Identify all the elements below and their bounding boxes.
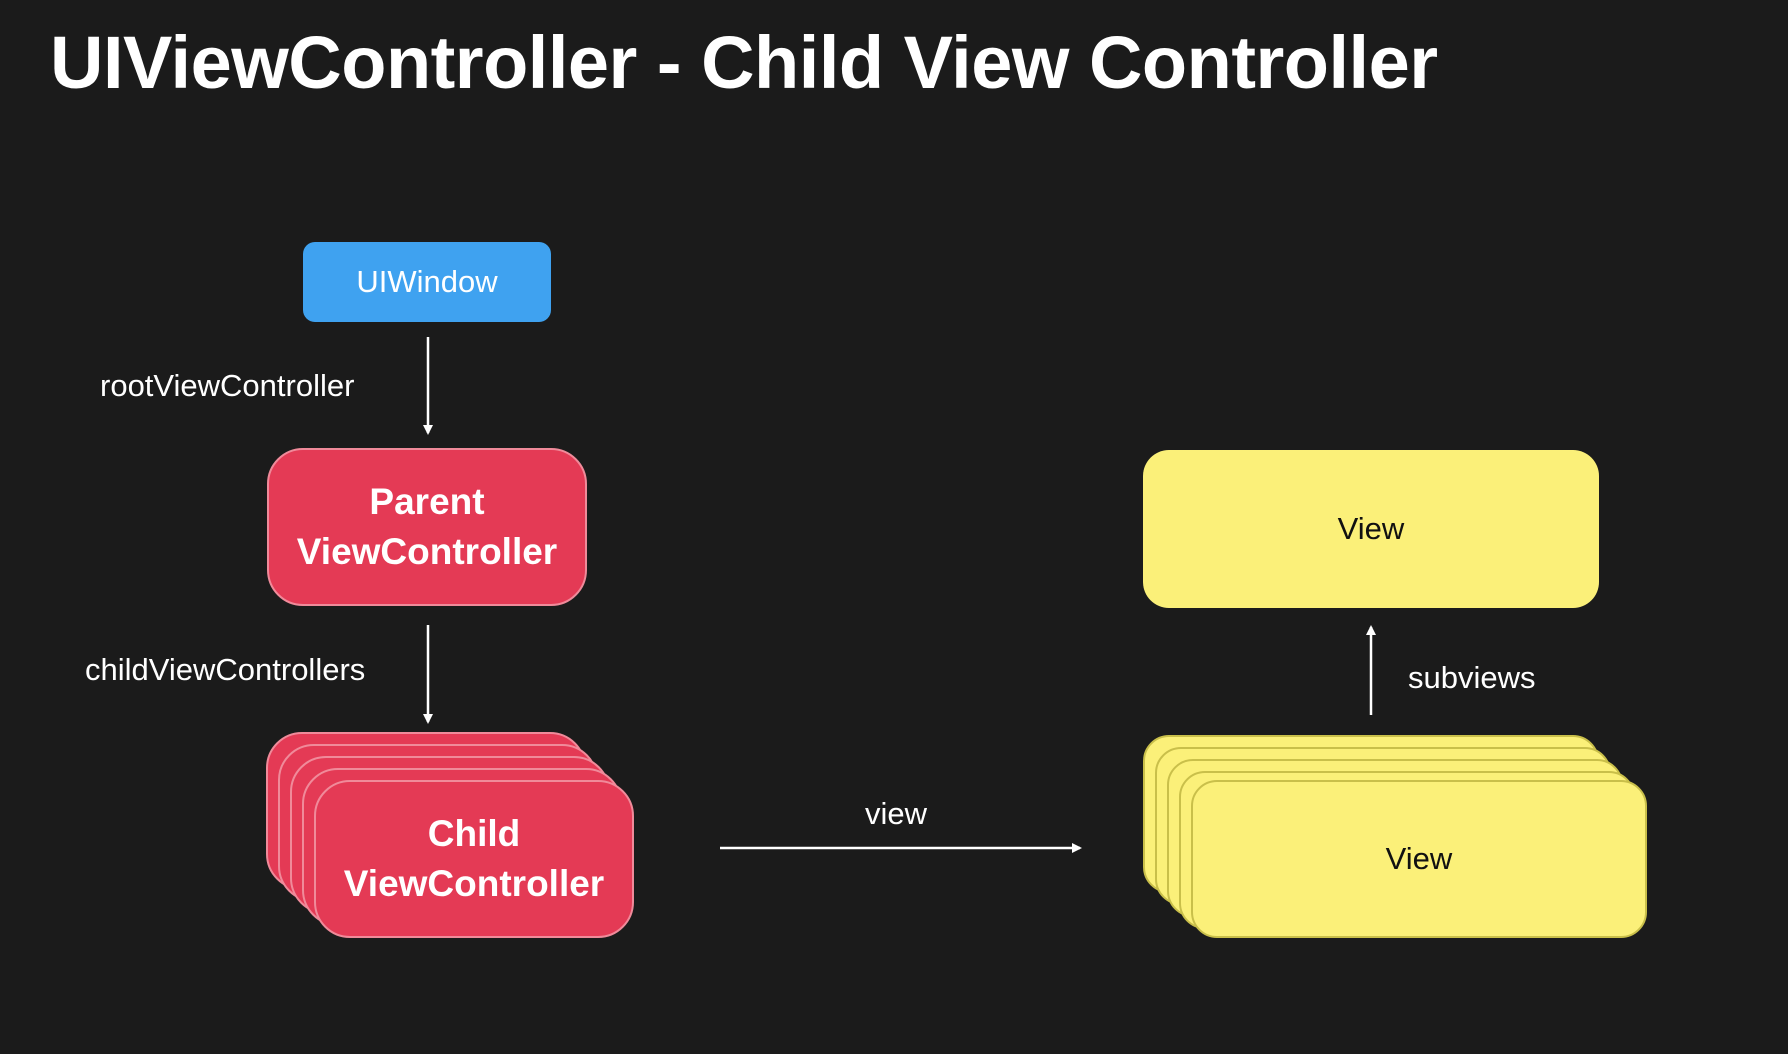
parent-view-controller-node: Parent ViewController (267, 448, 587, 606)
child-view-controllers-label: childViewControllers (85, 652, 366, 687)
child-view-controller-node: Child ViewController (314, 780, 634, 938)
view-node-bottom: View (1191, 780, 1647, 938)
view-bottom-label: View (1385, 841, 1453, 876)
parent-label-line1: Parent (369, 481, 485, 522)
child-label-line1: Child (427, 813, 521, 854)
child-label-line2: ViewController (343, 863, 605, 904)
view-top-label: View (1337, 511, 1405, 546)
uiwindow-label: UIWindow (356, 264, 498, 299)
view-edge-label: view (865, 796, 928, 831)
slide-title: UIViewController - Child View Controller (50, 21, 1438, 104)
view-node-top: View (1143, 450, 1599, 608)
subviews-label: subviews (1408, 660, 1536, 695)
parent-label-line2: ViewController (296, 531, 558, 572)
root-view-controller-label: rootViewController (100, 368, 355, 403)
uiwindow-node: UIWindow (303, 242, 551, 322)
